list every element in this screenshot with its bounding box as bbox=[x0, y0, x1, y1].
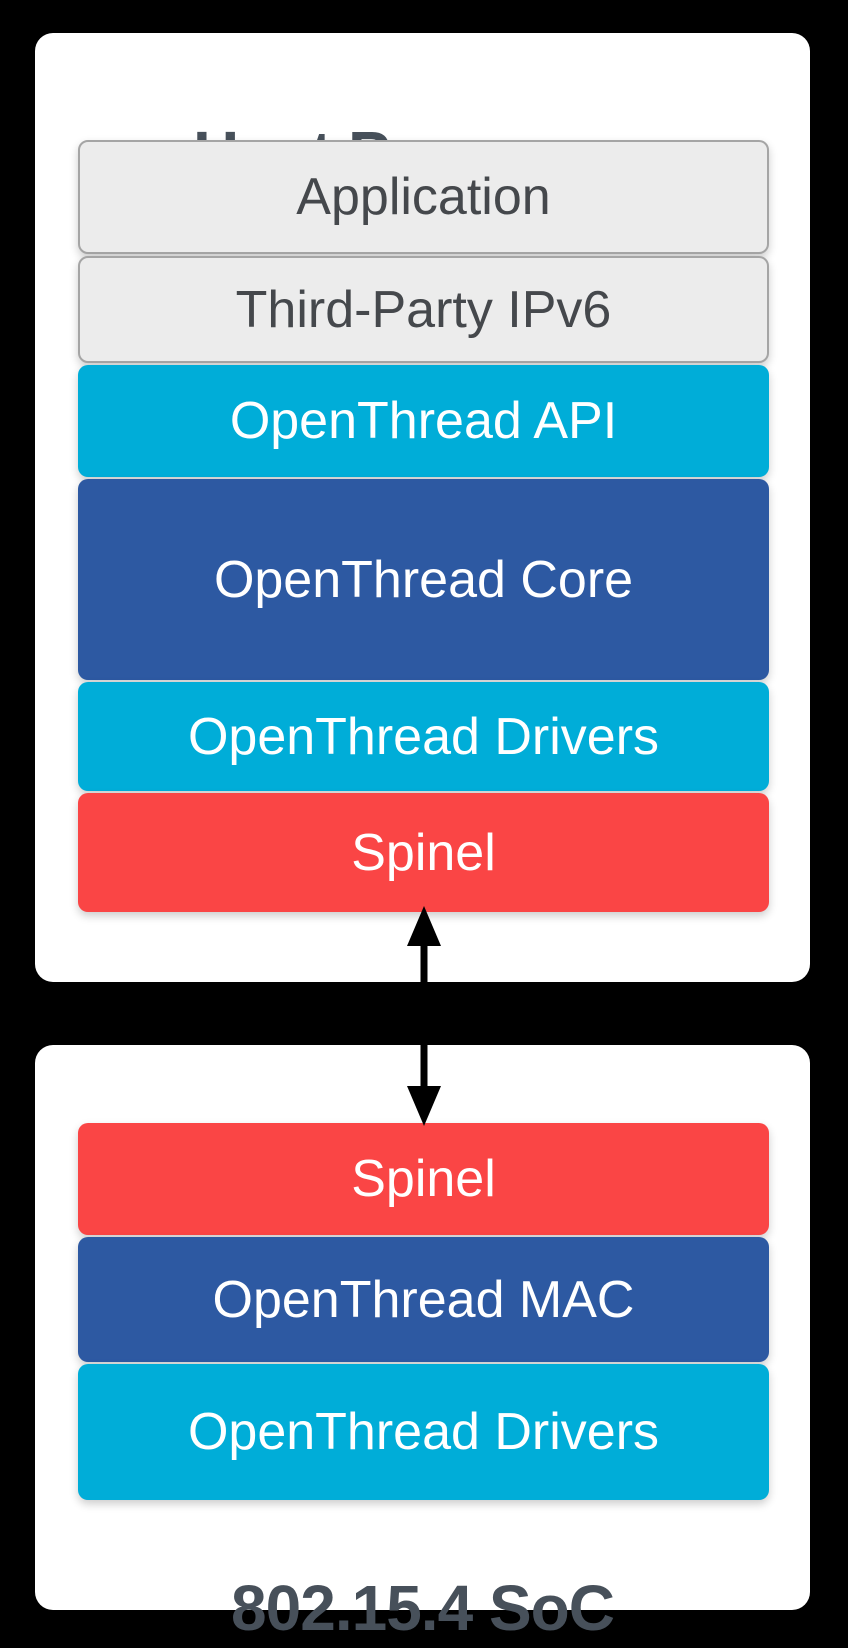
layer-openthread-mac: OpenThread MAC bbox=[78, 1237, 769, 1362]
layer-third-party-ipv6-label: Third-Party IPv6 bbox=[235, 280, 612, 339]
layer-openthread-drivers-soc: OpenThread Drivers bbox=[78, 1364, 769, 1500]
layer-spinel-soc-label: Spinel bbox=[351, 1150, 496, 1208]
host-processor-card: Host Processor Application Third-Party I… bbox=[35, 33, 810, 982]
layer-spinel-soc: Spinel bbox=[78, 1123, 769, 1235]
layer-openthread-core: OpenThread Core bbox=[78, 479, 769, 680]
layer-application-label: Application bbox=[296, 168, 551, 226]
layer-openthread-api-label: OpenThread API bbox=[229, 392, 618, 450]
bidirectional-arrow-icon bbox=[407, 906, 441, 1126]
layer-spinel-host: Spinel bbox=[78, 793, 769, 912]
layer-openthread-api: OpenThread API bbox=[78, 365, 769, 477]
layer-openthread-drivers-host: OpenThread Drivers bbox=[78, 682, 769, 791]
layer-spinel-host-label: Spinel bbox=[351, 823, 496, 882]
soc-card: Spinel OpenThread MAC OpenThread Drivers… bbox=[35, 1045, 810, 1640]
host-layer-stack: Application Third-Party IPv6 OpenThread … bbox=[78, 140, 769, 912]
soc-title: 802.15.4 SoC bbox=[231, 1572, 615, 1645]
soc-layer-stack: Spinel OpenThread MAC OpenThread Drivers bbox=[78, 1123, 769, 1500]
layer-application: Application bbox=[78, 140, 769, 254]
layer-openthread-mac-label: OpenThread MAC bbox=[212, 1270, 635, 1329]
layer-openthread-core-label: OpenThread Core bbox=[213, 550, 634, 609]
layer-openthread-drivers-soc-label: OpenThread Drivers bbox=[187, 1403, 660, 1461]
layer-openthread-drivers-host-label: OpenThread Drivers bbox=[187, 707, 660, 766]
layer-third-party-ipv6: Third-Party IPv6 bbox=[78, 256, 769, 363]
